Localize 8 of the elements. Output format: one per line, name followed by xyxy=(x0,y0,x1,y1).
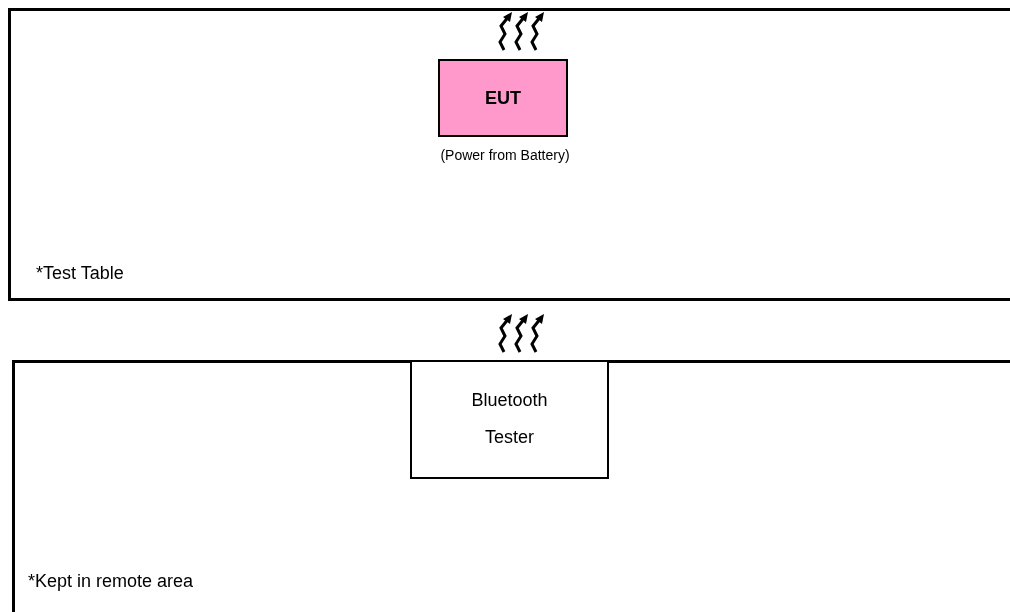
area-label: *Kept in remote area xyxy=(28,571,194,592)
device-caption: (Power from Battery) xyxy=(439,147,571,163)
device-label: Bluetooth Tester xyxy=(470,388,549,450)
device-label: EUT xyxy=(484,87,522,109)
area-box xyxy=(8,8,1010,301)
area-label: *Test Table xyxy=(36,263,124,284)
device-box xyxy=(410,360,609,479)
area-box xyxy=(12,360,1010,612)
